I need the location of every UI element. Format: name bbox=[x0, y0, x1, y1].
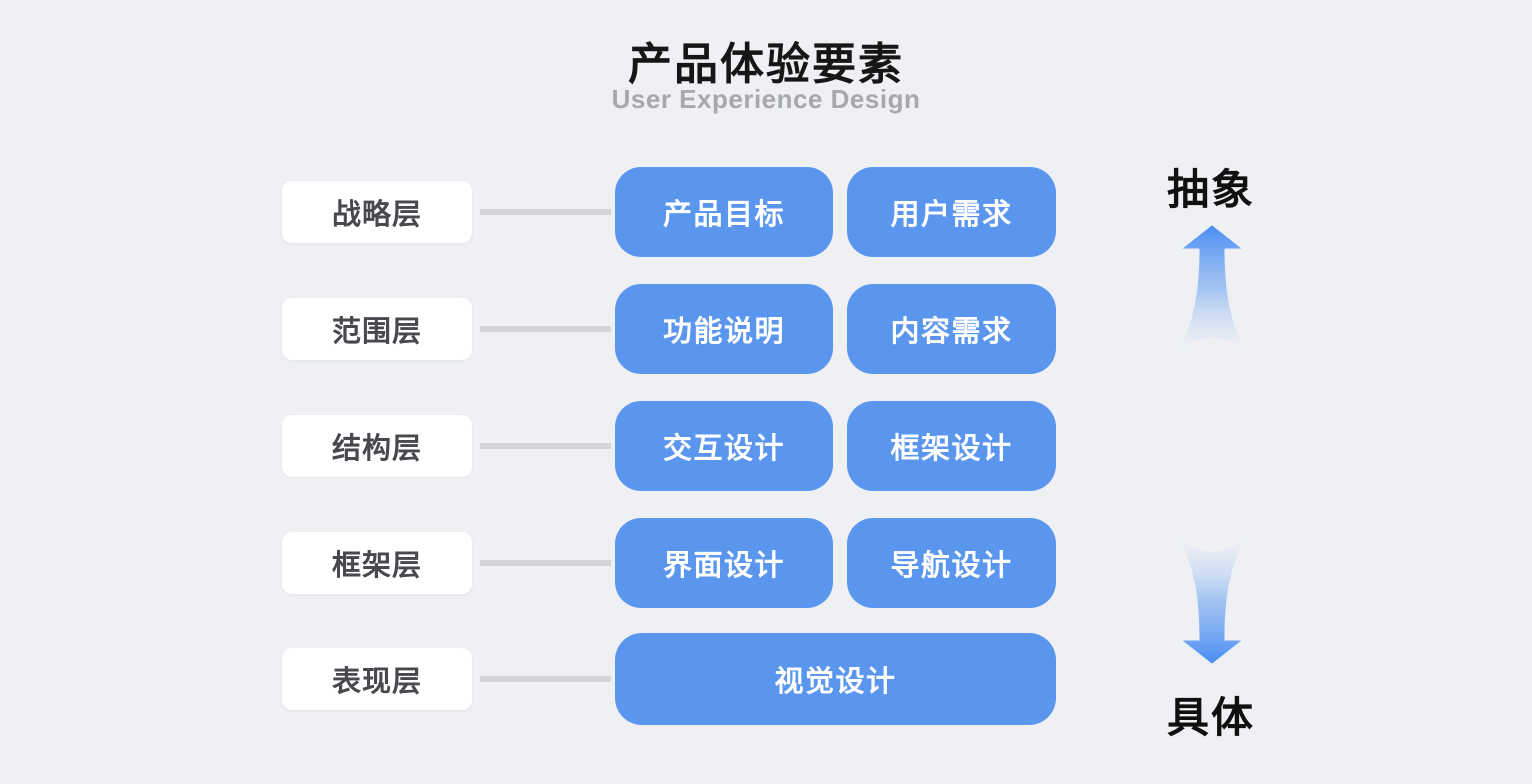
item-card: 视觉设计 bbox=[615, 633, 1056, 725]
item-card: 交互设计 bbox=[615, 401, 833, 491]
layer-row-scope: 范围层 功能说明 内容需求 bbox=[282, 284, 1182, 374]
item-card: 框架设计 bbox=[847, 401, 1056, 491]
scale-abstract-label: 抽象 bbox=[1166, 166, 1255, 213]
item-card: 导航设计 bbox=[847, 518, 1056, 608]
layer-row-structure: 结构层 交互设计 框架设计 bbox=[282, 401, 1182, 491]
connector-line bbox=[480, 443, 611, 449]
page-title: 产品体验要素 bbox=[628, 40, 904, 89]
page-subtitle: User Experience Design bbox=[611, 84, 921, 114]
item-card: 用户需求 bbox=[847, 167, 1056, 257]
down-gradient-arrow-icon bbox=[1179, 538, 1245, 664]
connector-line bbox=[480, 560, 611, 566]
layer-label-card: 结构层 bbox=[282, 415, 472, 477]
layer-row-skeleton: 框架层 界面设计 导航设计 bbox=[282, 518, 1182, 608]
item-card: 界面设计 bbox=[615, 518, 833, 608]
layer-label-card: 表现层 bbox=[282, 648, 472, 710]
layer-label-card: 范围层 bbox=[282, 298, 472, 360]
connector-line bbox=[480, 209, 611, 215]
item-card: 内容需求 bbox=[847, 284, 1056, 374]
up-gradient-arrow-icon bbox=[1179, 225, 1245, 351]
connector-line bbox=[480, 676, 611, 682]
connector-line bbox=[480, 326, 611, 332]
layer-row-strategy: 战略层 产品目标 用户需求 bbox=[282, 167, 1182, 257]
item-card: 功能说明 bbox=[615, 284, 833, 374]
layer-row-surface: 表现层 视觉设计 bbox=[282, 633, 1182, 725]
layer-label-card: 战略层 bbox=[282, 181, 472, 243]
scale-concrete-label: 具体 bbox=[1166, 694, 1255, 741]
item-card: 产品目标 bbox=[615, 167, 833, 257]
layer-label-card: 框架层 bbox=[282, 532, 472, 594]
